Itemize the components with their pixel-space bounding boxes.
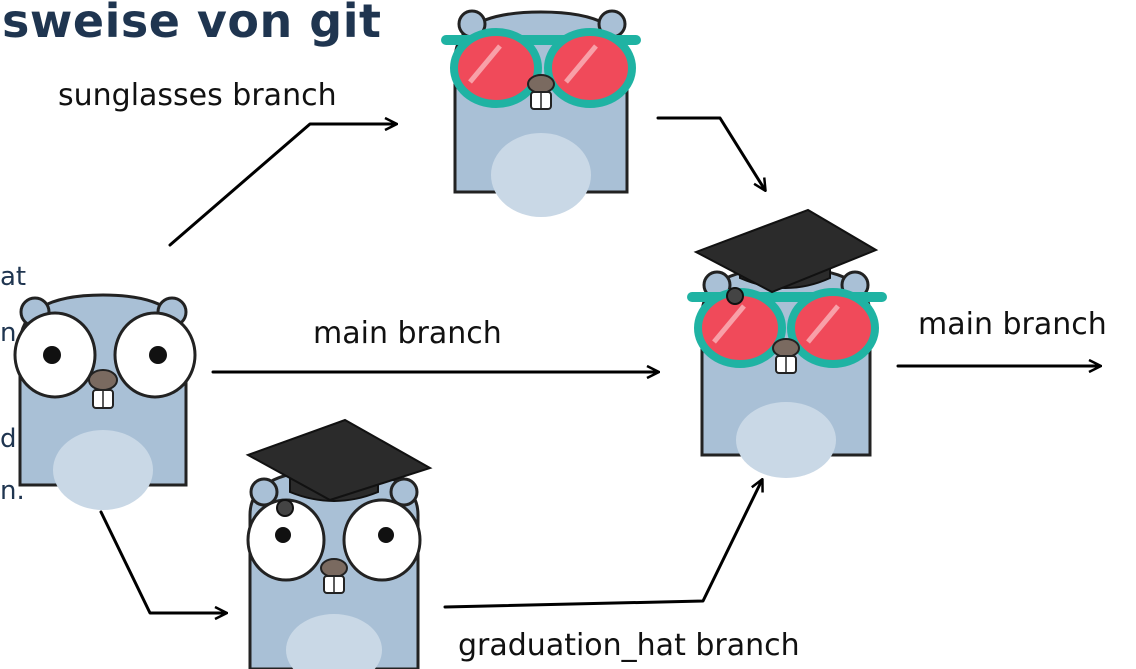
arrow-graduation-hat-to-merge [443,480,762,609]
gopher-sunglasses-icon [441,9,641,217]
gopher-plain-icon [13,293,197,510]
label-main-branch-right: main branch [918,307,1107,342]
gopher-sunglasses-graduation-hat-icon [687,208,887,478]
gopher-graduation-hat-icon [245,418,433,669]
arrow-to-sunglasses [168,124,396,247]
side-text-fragment: at [0,262,27,292]
arrow-to-graduation-hat [99,510,226,613]
side-text-fragment: d [0,424,17,454]
arrows [99,116,1100,613]
slide-title: sweise von git [2,0,382,48]
label-sunglasses-branch: sunglasses branch [58,78,337,113]
arrow-sunglasses-to-merge [656,116,765,190]
label-graduation-hat-branch: graduation_hat branch [458,628,800,663]
label-main-branch-middle: main branch [313,316,502,351]
